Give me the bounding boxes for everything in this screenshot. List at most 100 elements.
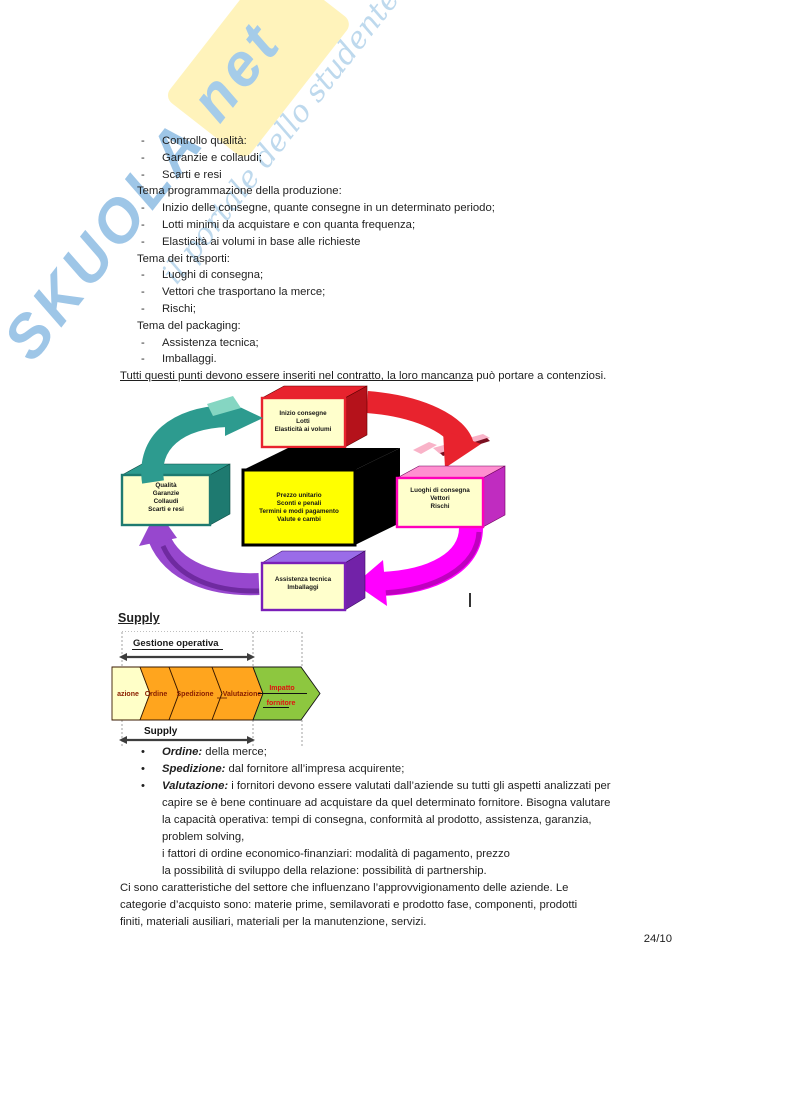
- box-top-face: [243, 448, 400, 470]
- list-item: - Rischi;: [0, 301, 788, 318]
- list-item-text: Vettori che trasportano la merce;: [162, 286, 326, 299]
- section-label-text: Tema del packaging:: [137, 319, 241, 332]
- red-arrow: [366, 391, 490, 468]
- bullet-item: • Ordine: della merce;: [0, 744, 788, 761]
- bullet-rest: dal fornitore all’impresa acquirente;: [225, 763, 405, 775]
- list-item: -Vettori che trasportano la merce;: [0, 284, 788, 301]
- paragraph-line: finiti, materiali ausiliari, materiali p…: [0, 914, 788, 931]
- box-inizio-consegne: Inizio consegne Lotti Elasticità ai volu…: [260, 385, 368, 449]
- box-qualita: Qualità Garanzie Collaudi Scarti e resi: [120, 463, 231, 527]
- supply-heading: Supply: [118, 611, 160, 625]
- box-text-line: Valute e cambi: [277, 516, 321, 523]
- page-number-row: 24/10: [0, 931, 788, 948]
- box-luoghi: Luoghi di consegna Vettori Rischi: [395, 465, 506, 529]
- section-label-text: Tema dei trasporti:: [137, 252, 230, 265]
- chevron-label: Valutazione: [223, 691, 262, 698]
- bullets-block: • Ordine: della merce; • Spedizione: dal f…: [0, 744, 788, 948]
- bullet-lead: Ordine:: [162, 746, 203, 758]
- arrow-left-head: [119, 736, 127, 744]
- paragraph-line: i fattori di ordine economico-finanziari…: [0, 846, 788, 863]
- list-item-text: Elasticità ai volumi in base alle richie…: [162, 235, 361, 248]
- list-item-text: Scarti e resi: [162, 168, 222, 181]
- box-front-face: [241, 468, 357, 547]
- impatto-label: Impatto: [269, 685, 294, 692]
- contract-sentence-text: Tutti questi punti devono essere inserit…: [120, 368, 606, 385]
- paragraph-text: Ci sono caratteristiche del settore che …: [120, 882, 569, 894]
- list-item-text: Garanzie e collaudi;: [162, 151, 262, 164]
- dash-marker: -: [141, 336, 145, 349]
- dash-marker: -: [141, 151, 145, 164]
- paragraph-text: i fattori di ordine economico-finanziari…: [162, 848, 510, 860]
- purple-arrow: [139, 510, 260, 596]
- teal-arrow: [141, 396, 263, 484]
- paragraph-line: la capacità operativa: tempi di consegna…: [0, 812, 788, 829]
- box-front-face: [260, 396, 347, 449]
- contract-rest: può portare a contenziosi.: [473, 370, 607, 383]
- box-text-line: Garanzie: [153, 490, 180, 497]
- purple-arrow-shade: [160, 544, 260, 594]
- section-label: Tema dei trasporti:: [0, 251, 788, 268]
- magenta-arrow-head: [355, 560, 387, 606]
- dash-marker: -: [141, 218, 145, 231]
- chevron-label: Spedizione: [177, 691, 214, 698]
- bullet-text: Spedizione: dal fornitore all’impresa ac…: [162, 761, 404, 778]
- list-item: -Inizio delle consegne, quante consegne …: [0, 200, 788, 217]
- red-arrow-head: [443, 430, 481, 468]
- box-prezzo: Prezzo unitario Sconti e penali Termini …: [241, 448, 400, 547]
- bullet-marker: •: [141, 763, 145, 775]
- dash-marker: -: [141, 235, 145, 248]
- list-item-text: Luoghi di consegna;: [162, 269, 264, 282]
- dash-marker: -: [141, 202, 145, 215]
- bullet-rest: della merce;: [202, 746, 267, 758]
- section-label-text: Tema programmazione della produzione:: [137, 185, 342, 198]
- dash-marker: -: [141, 168, 145, 181]
- arrow-right-head: [247, 736, 255, 744]
- arrow-left-head: [119, 653, 127, 661]
- box-text-line: Rischi: [431, 503, 450, 510]
- magenta-arrow: [355, 526, 483, 606]
- list-item-text: Controllo qualità:: [162, 135, 247, 147]
- list-item-text: Assistenza tecnica;: [162, 336, 259, 349]
- bullet-marker: •: [141, 780, 145, 792]
- contract-sentence: Tutti questi punti devono essere inserit…: [0, 368, 788, 385]
- paragraph-text: la possibilità di sviluppo della relazio…: [162, 865, 487, 877]
- magenta-arrow-shade: [382, 531, 482, 596]
- list-item: - Garanzie e collaudi;: [0, 150, 788, 167]
- top-text-block: - Controllo qualità: - Garanzie e collaudi…: [0, 133, 788, 385]
- box-text-line: Assistenza tecnica: [275, 576, 332, 583]
- list-item: - Assistenza tecnica;: [0, 335, 788, 352]
- fornitore-label: fornitore: [267, 700, 296, 707]
- supply-flow-chart: Gestione operativa azione Ordine Spedizi…: [111, 631, 321, 746]
- bullet-marker: •: [141, 746, 145, 758]
- box-front-face: [120, 473, 212, 527]
- box-text-line: Sconti e penali: [277, 500, 322, 507]
- box-text-line: Inizio consegne: [279, 410, 327, 417]
- list-item: - Lotti minimi da acquistare e con quanta…: [0, 217, 788, 234]
- dash-marker: -: [141, 302, 145, 315]
- bullet-text: Valutazione: i fornitori devono essere v…: [162, 778, 611, 795]
- box-text-line: Vettori: [430, 495, 450, 502]
- paragraph-text: la capacità operativa: tempi di consegna…: [162, 814, 592, 826]
- box-text-line: Termini e modi pagamento: [259, 508, 339, 515]
- teal-arrow-body: [141, 405, 228, 484]
- bullet-lead: Valutazione:: [162, 780, 229, 792]
- paragraph-line: capire se è bene continuare ad acquistar…: [0, 795, 788, 812]
- paragraph-text: problem solving,: [162, 831, 245, 843]
- bullet-item: • Spedizione: dal fornitore all’impresa a…: [0, 761, 788, 778]
- paragraph-text: categorie d’acquisto sono: materie prime…: [120, 899, 578, 911]
- box-side-face: [209, 463, 231, 526]
- chevron-label: azione: [117, 691, 139, 698]
- section-label: Tema del packaging:: [0, 318, 788, 335]
- paragraph-line: categorie d’acquisto sono: materie prime…: [0, 897, 788, 914]
- section-label: Tema programmazione della produzione:: [0, 183, 788, 200]
- arrow-right-head: [247, 653, 255, 661]
- list-item-text: Rischi;: [162, 302, 196, 315]
- box-text-line: Prezzo unitario: [276, 492, 321, 499]
- negotiation-cycle-diagram: Inizio consegne Lotti Elasticità ai volu…: [120, 385, 506, 612]
- paragraph-line: la possibilità di sviluppo della relazio…: [0, 863, 788, 880]
- list-item-text: Lotti minimi da acquistare e con quanta …: [162, 218, 416, 231]
- page-number: 24/10: [643, 933, 672, 945]
- teal-arrow-highlight: [207, 396, 241, 416]
- list-item-text: Imballaggi.: [162, 353, 217, 366]
